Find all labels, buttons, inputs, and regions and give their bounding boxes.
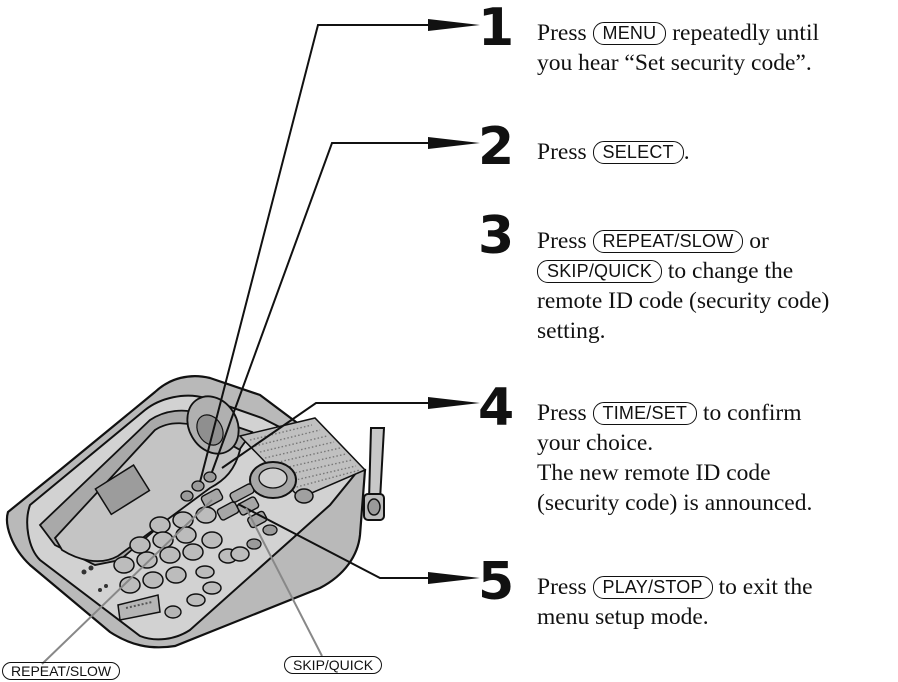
leader-lines (199, 24, 430, 579)
step-number: 2 (478, 117, 515, 177)
antenna-icon (363, 427, 386, 521)
menu-key-label: MENU (592, 22, 667, 45)
text: Press (537, 139, 593, 165)
text: Press (537, 400, 593, 426)
step-text: Press TIME/SET to confirm your choice. T… (537, 398, 812, 518)
step-number: 5 (478, 552, 515, 612)
time-set-key-label: TIME/SET (592, 402, 698, 425)
text: repeatedly until (666, 20, 820, 46)
text: to change the (662, 258, 794, 284)
text: (security code) is announced. (537, 490, 813, 516)
skip-quick-callout: SKIP/QUICK (284, 656, 383, 674)
play-stop-key-label: PLAY/STOP (592, 576, 713, 599)
skip-quick-key-label: SKIP/QUICK (537, 260, 663, 283)
step-number: 1 (478, 0, 515, 58)
text: Press (537, 20, 593, 46)
step-text: Press SELECT. (537, 137, 690, 167)
text: Press (537, 228, 593, 254)
select-key-label: SELECT (592, 141, 684, 164)
arrowheads (428, 19, 480, 584)
text: your choice. (537, 430, 654, 456)
repeat-slow-callout: REPEAT/SLOW (2, 662, 121, 680)
text: . (683, 139, 690, 165)
step-number: 3 (478, 206, 515, 266)
text: remote ID code (security code) (537, 288, 830, 314)
text: to confirm (697, 400, 802, 426)
text: menu setup mode. (537, 604, 709, 630)
step-number: 4 (478, 378, 515, 438)
callout-lines (41, 499, 323, 665)
repeat-slow-key-label: REPEAT/SLOW (592, 230, 744, 253)
text: or (743, 228, 769, 254)
phone-base-icon (5, 375, 367, 649)
text: The new remote ID code (537, 460, 771, 486)
text: to exit the (712, 574, 813, 600)
step-text: Press PLAY/STOP to exit the menu setup m… (537, 572, 813, 632)
step-text: Press MENU repeatedly until you hear “Se… (537, 18, 819, 78)
step-text: Press REPEAT/SLOW or SKIP/QUICK to chang… (537, 226, 829, 346)
text: setting. (537, 318, 606, 344)
text: you hear “Set security code”. (537, 50, 812, 76)
text: Press (537, 574, 593, 600)
